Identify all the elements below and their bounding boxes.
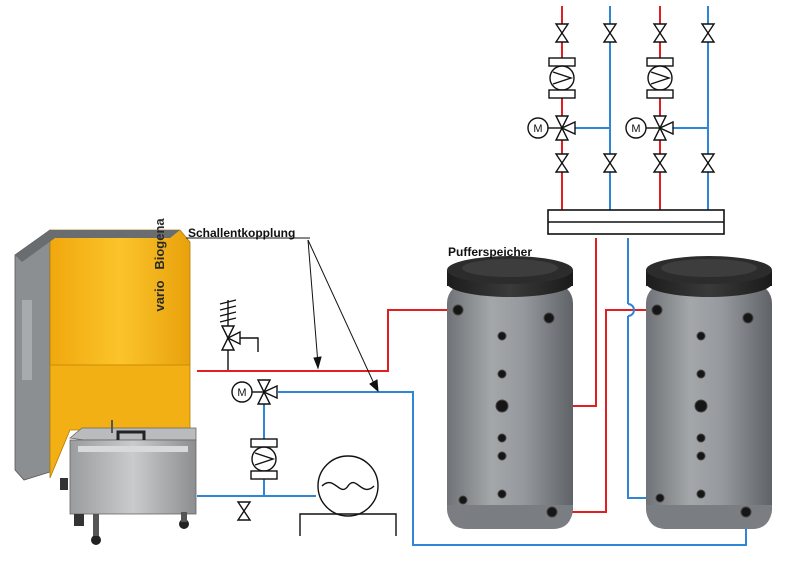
buffer-tank-left [447, 256, 573, 529]
motor-letter-1: M [533, 123, 542, 135]
gate-valve-icon [236, 23, 716, 521]
expansion-vessel-icon [299, 455, 397, 536]
safety-relief-valve-icon [219, 299, 259, 370]
buffer-tank-right [646, 256, 772, 529]
distribution-manifold [547, 209, 725, 235]
boiler-brand-logo: vario Biogena [152, 218, 167, 312]
label-acoustic-decoupling: Schallentkopplung [188, 226, 296, 240]
tank-ports [452, 304, 754, 518]
label-buffer-tank: Pufferspeicher [448, 245, 533, 259]
annotation-leaders [186, 237, 379, 393]
motor-letter-2: M [631, 123, 640, 135]
motorized-mixing-valve-icon [231, 115, 674, 405]
pellet-boiler [14, 229, 191, 490]
flow-pipes [197, 6, 661, 513]
ash-box [69, 420, 197, 545]
brand-biogena: Biogena [152, 218, 167, 270]
circulation-pump-icon [250, 57, 674, 480]
motor-letter-3: M [237, 387, 246, 399]
brand-vario: vario [152, 280, 167, 311]
